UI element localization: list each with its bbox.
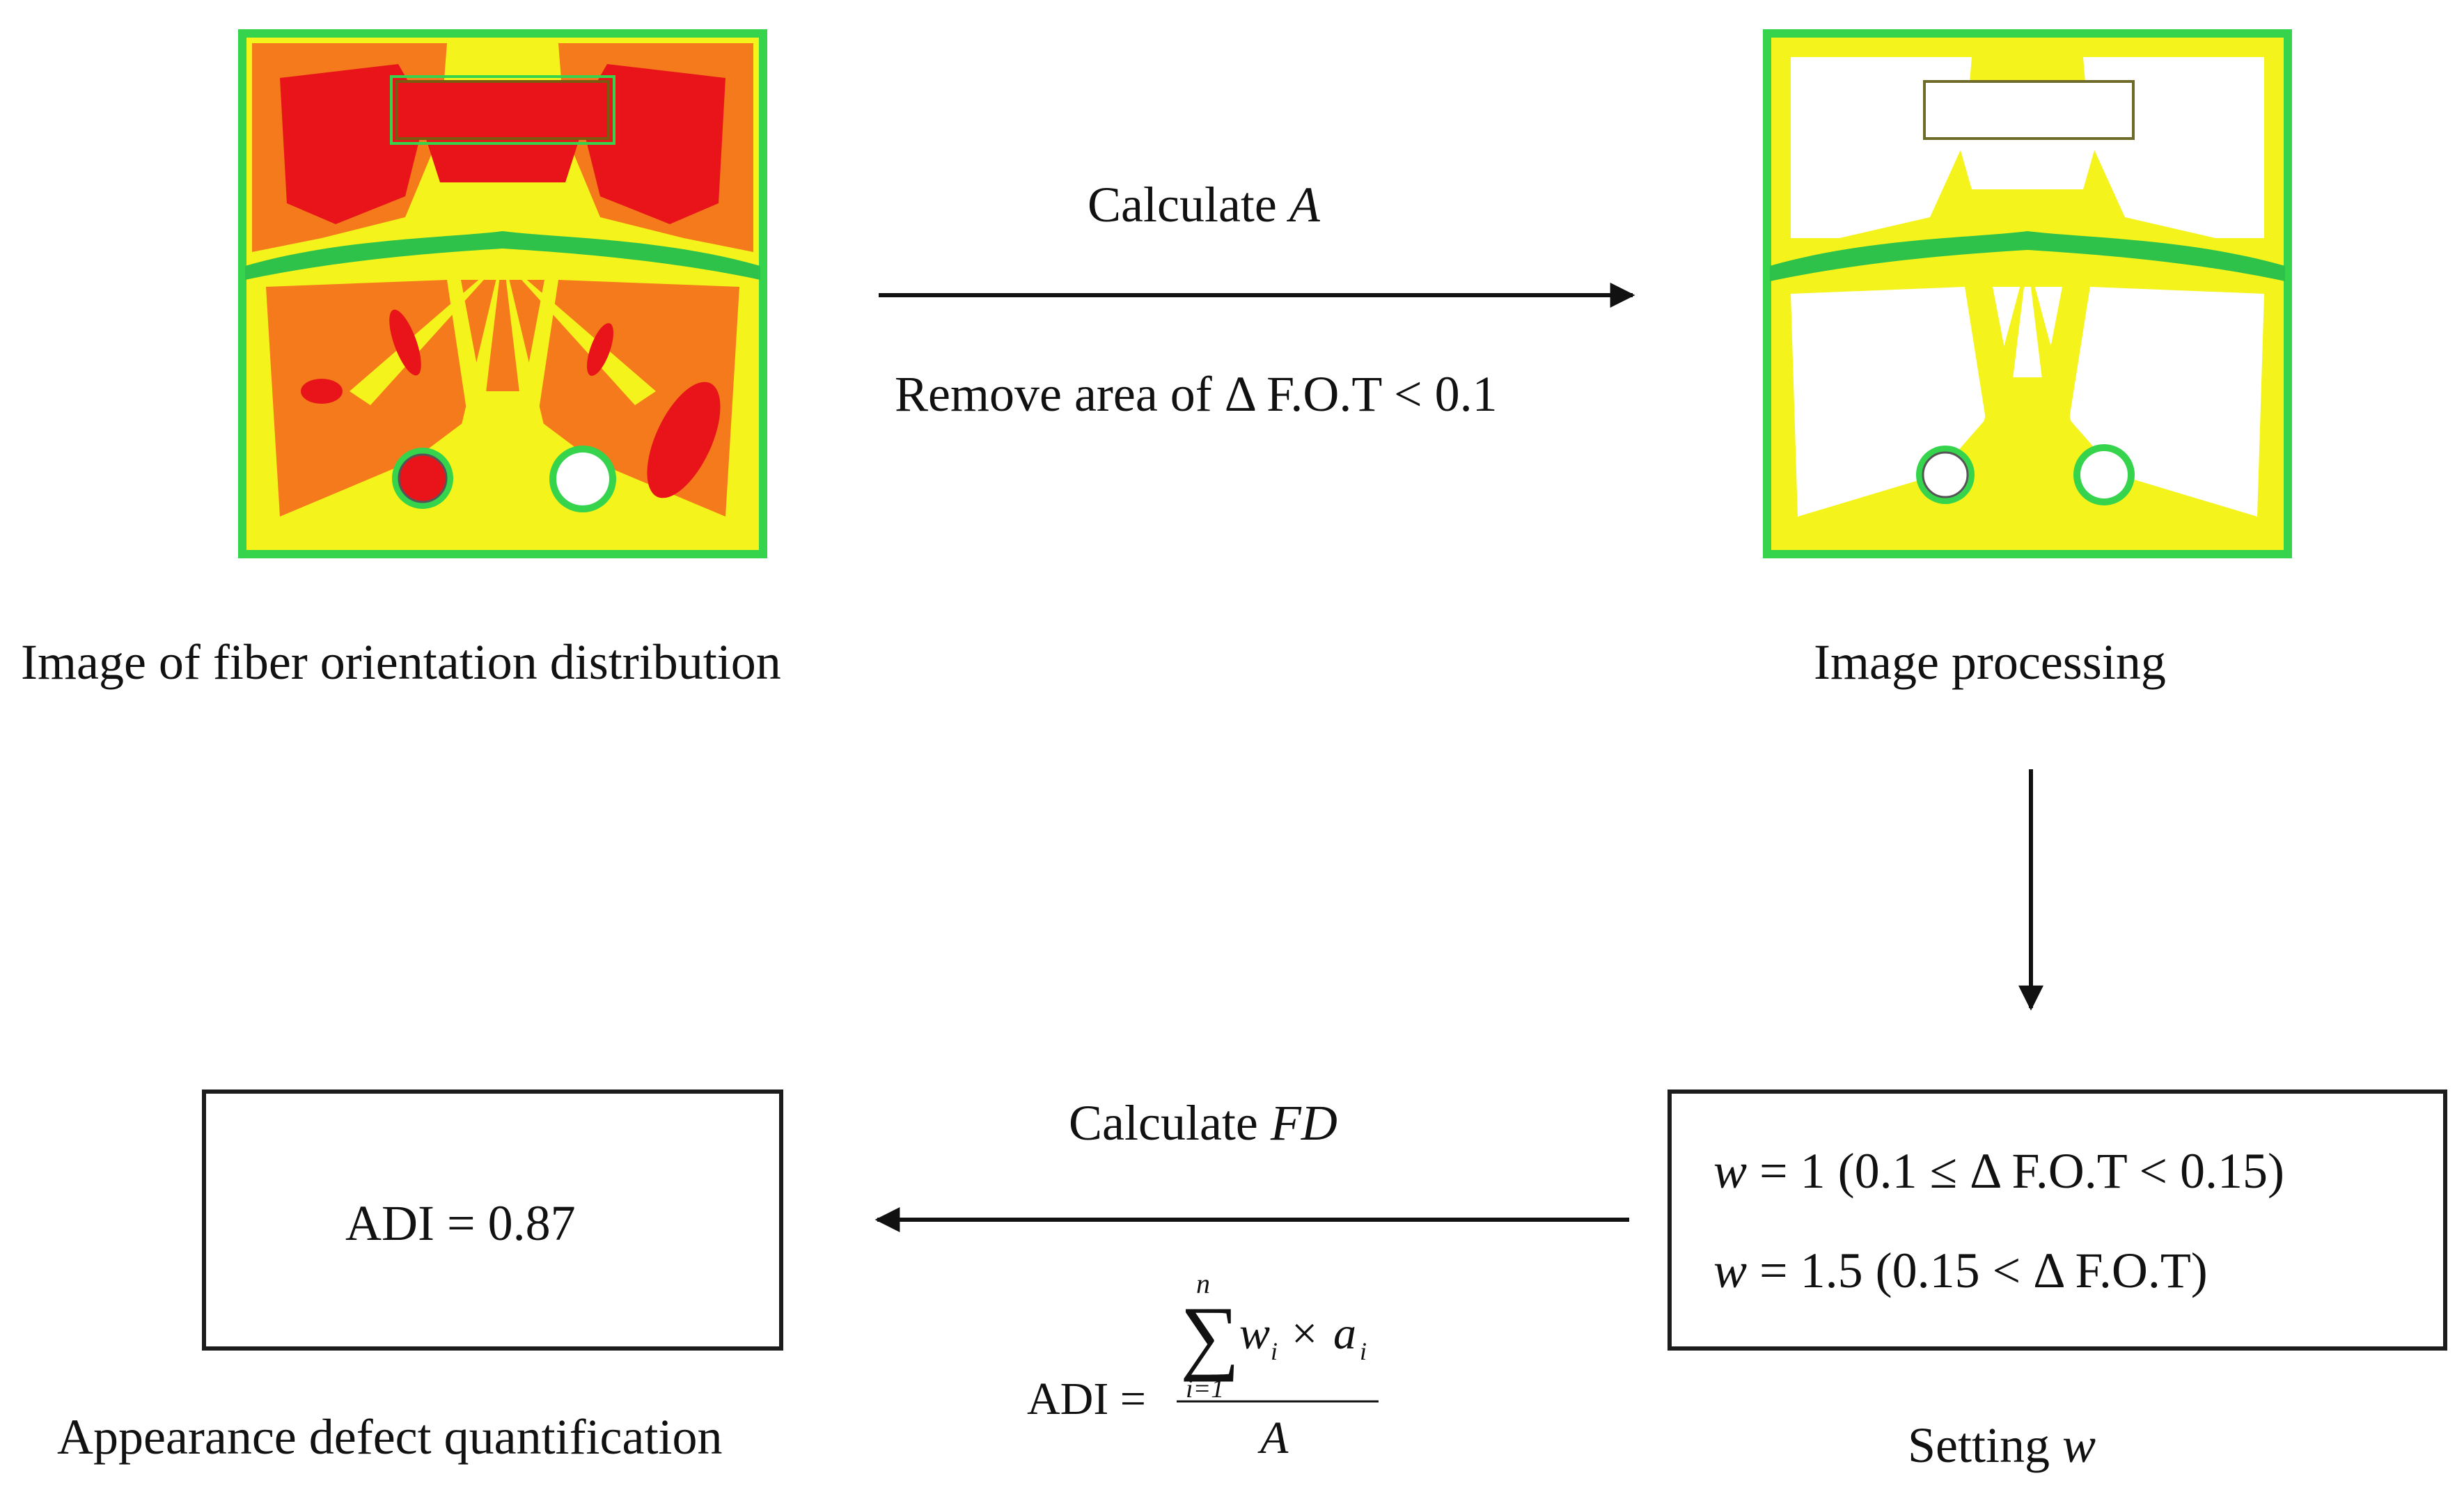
formula-w: w	[1239, 1308, 1271, 1359]
label-calculate-fd: Calculate FD	[1069, 1098, 1337, 1148]
caption-setting-w-prefix: Setting	[1908, 1417, 2063, 1473]
formula-a-sub: i	[1360, 1337, 1367, 1365]
setting-line-1-var: w	[1713, 1143, 1748, 1199]
sigma-icon: ∑	[1180, 1289, 1240, 1382]
setting-w-box: w = 1 (0.1 ≤ Δ F.O.T < 0.15) w = 1.5 (0.…	[1667, 1090, 2447, 1351]
formula-w-sub: i	[1271, 1337, 1278, 1365]
caption-fiber-orientation: Image of fiber orientation distribution	[21, 634, 781, 690]
formula-lhs: ADI =	[1027, 1374, 1147, 1424]
adi-result-box: ADI = 0.87	[202, 1090, 783, 1351]
label-calculate-fd-prefix: Calculate	[1069, 1095, 1271, 1151]
setting-line-2-rest: = 1.5 (0.15 < Δ F.O.T)	[1747, 1243, 2208, 1298]
label-calculate-fd-var: FD	[1270, 1095, 1337, 1151]
label-calculate-a: Calculate A	[1088, 180, 1320, 230]
formula-times: ×	[1292, 1308, 1318, 1359]
setting-line-1: w = 1 (0.1 ≤ Δ F.O.T < 0.15)	[1713, 1146, 2284, 1196]
formula-denominator: A	[1260, 1413, 1289, 1463]
setting-line-1-rest: = 1 (0.1 ≤ Δ F.O.T < 0.15)	[1747, 1143, 2284, 1199]
label-remove-area: Remove area of Δ F.O.T < 0.1	[895, 366, 1498, 422]
adi-formula: ADI = n ∑ i=1 w i × a i A	[1027, 1267, 1389, 1476]
adi-value: ADI = 0.87	[345, 1195, 576, 1251]
formula-a: a	[1333, 1308, 1356, 1359]
caption-setting-w-var: w	[2062, 1417, 2096, 1473]
setting-line-2-var: w	[1713, 1243, 1748, 1298]
label-calculate-a-prefix: Calculate	[1088, 177, 1289, 233]
formula-sum-top: n	[1196, 1268, 1210, 1299]
setting-line-2: w = 1.5 (0.15 < Δ F.O.T)	[1713, 1245, 2208, 1296]
caption-image-processing: Image processing	[1814, 634, 2166, 690]
formula-sum-bottom: i=1	[1186, 1374, 1225, 1403]
caption-setting-w: Setting w	[1908, 1420, 2096, 1470]
caption-appearance-defect: Appearance defect quantification	[57, 1409, 723, 1465]
label-calculate-a-var: A	[1289, 177, 1320, 233]
